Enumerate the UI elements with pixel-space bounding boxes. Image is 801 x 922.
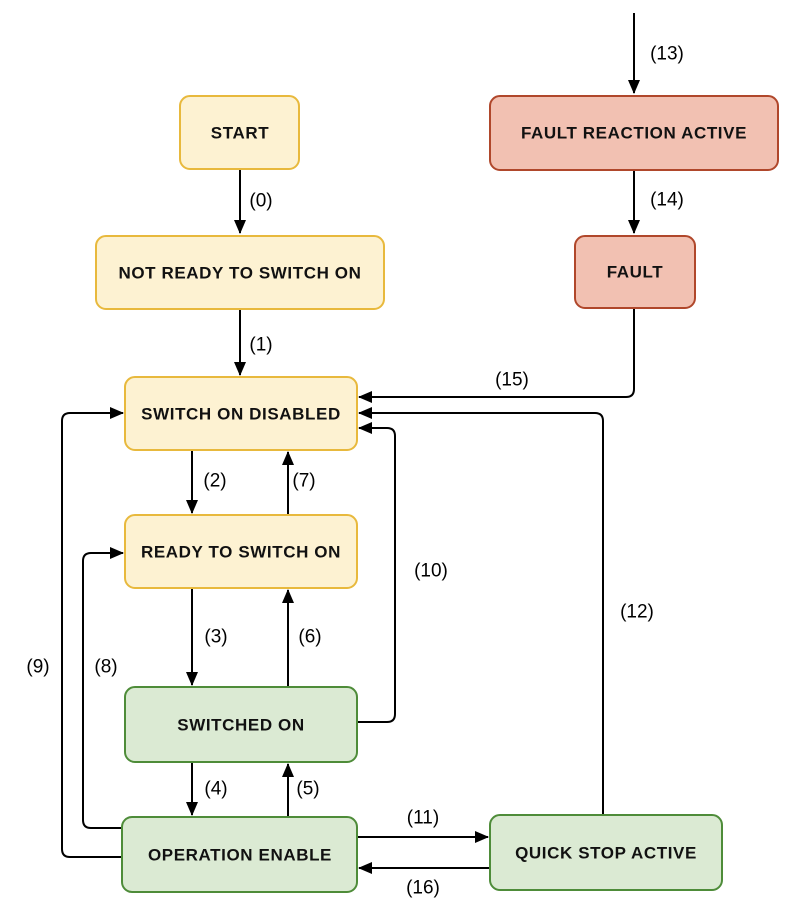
transition-label: (4) [204, 779, 227, 800]
state-node-start: START [179, 95, 300, 170]
arrow-line [357, 422, 396, 723]
transition-16-arrow: (16) [358, 862, 490, 899]
state-node-switch-on-disabled: SWITCH ON DISABLED [124, 376, 358, 451]
transition-label: (6) [298, 627, 321, 648]
transition-label: (8) [94, 657, 117, 678]
transition-label: (12) [620, 602, 654, 623]
state-label: QUICK STOP ACTIVE [515, 844, 697, 863]
state-node-fault: FAULT [574, 235, 696, 309]
transition-0-arrow: (0) [234, 169, 273, 234]
arrow-line [358, 308, 635, 403]
state-node-ready-to-switch-on: READY TO SWITCH ON [124, 514, 358, 589]
transition-label: (15) [495, 370, 529, 391]
state-node-not-ready-to-switch-on: NOT READY TO SWITCH ON [95, 235, 385, 310]
transition-label: (9) [26, 657, 49, 678]
state-label: FAULT [607, 263, 664, 282]
transition-1-arrow: (1) [234, 309, 273, 376]
state-label: NOT READY TO SWITCH ON [118, 264, 361, 283]
state-label: READY TO SWITCH ON [141, 543, 341, 562]
state-label: FAULT REACTION ACTIVE [521, 124, 747, 143]
transition-12-arrow: (12) [358, 407, 654, 815]
state-box [489, 95, 779, 171]
state-box [124, 514, 358, 589]
arrow-line [82, 547, 125, 829]
transition-5-arrow: (5) [282, 763, 320, 817]
transition-label: (16) [406, 878, 440, 899]
transition-label: (11) [407, 808, 439, 829]
state-box [489, 814, 723, 891]
transition-label: (7) [292, 471, 315, 492]
transition-label: (14) [650, 190, 684, 211]
transition-6-arrow: (6) [282, 589, 322, 687]
state-node-switched-on: SWITCHED ON [124, 686, 358, 763]
state-label: OPERATION ENABLE [148, 846, 332, 865]
transition-label: (2) [203, 471, 226, 492]
transition-label: (13) [650, 44, 684, 65]
transition-label: (0) [249, 191, 272, 212]
transition-11-arrow: (11) [357, 808, 489, 843]
transition-label: (10) [414, 561, 448, 582]
transition-14-arrow: (14) [628, 170, 684, 234]
state-box [574, 235, 696, 309]
transition-2-arrow: (2) [186, 450, 227, 514]
state-node-fault-reaction-active: FAULT REACTION ACTIVE [489, 95, 779, 171]
state-box [121, 816, 358, 893]
transition-7-arrow: (7) [282, 451, 316, 515]
transition-label: (1) [249, 335, 272, 356]
state-node-quick-stop-active: QUICK STOP ACTIVE [489, 814, 723, 891]
state-label: SWITCHED ON [177, 716, 304, 735]
state-box [124, 376, 358, 451]
state-node-operation-enable: OPERATION ENABLE [121, 816, 358, 893]
arrow-line [61, 407, 125, 858]
transition-8-arrow: (8) [82, 547, 125, 829]
transition-label: (5) [296, 779, 319, 800]
transition-9-arrow: (9) [26, 407, 125, 858]
transition-13-arrow: (13) [628, 13, 684, 94]
transition-4-arrow: (4) [186, 762, 228, 816]
transition-3-arrow: (3) [186, 588, 228, 686]
state-box [95, 235, 385, 310]
arrow-line [358, 407, 604, 815]
state-label: SWITCH ON DISABLED [141, 405, 341, 424]
transition-10-arrow: (10) [357, 422, 448, 723]
state-box [124, 686, 358, 763]
transition-label: (3) [204, 627, 227, 648]
transition-15-arrow: (15) [358, 308, 635, 403]
state-box [179, 95, 300, 170]
state-label: START [211, 124, 269, 143]
